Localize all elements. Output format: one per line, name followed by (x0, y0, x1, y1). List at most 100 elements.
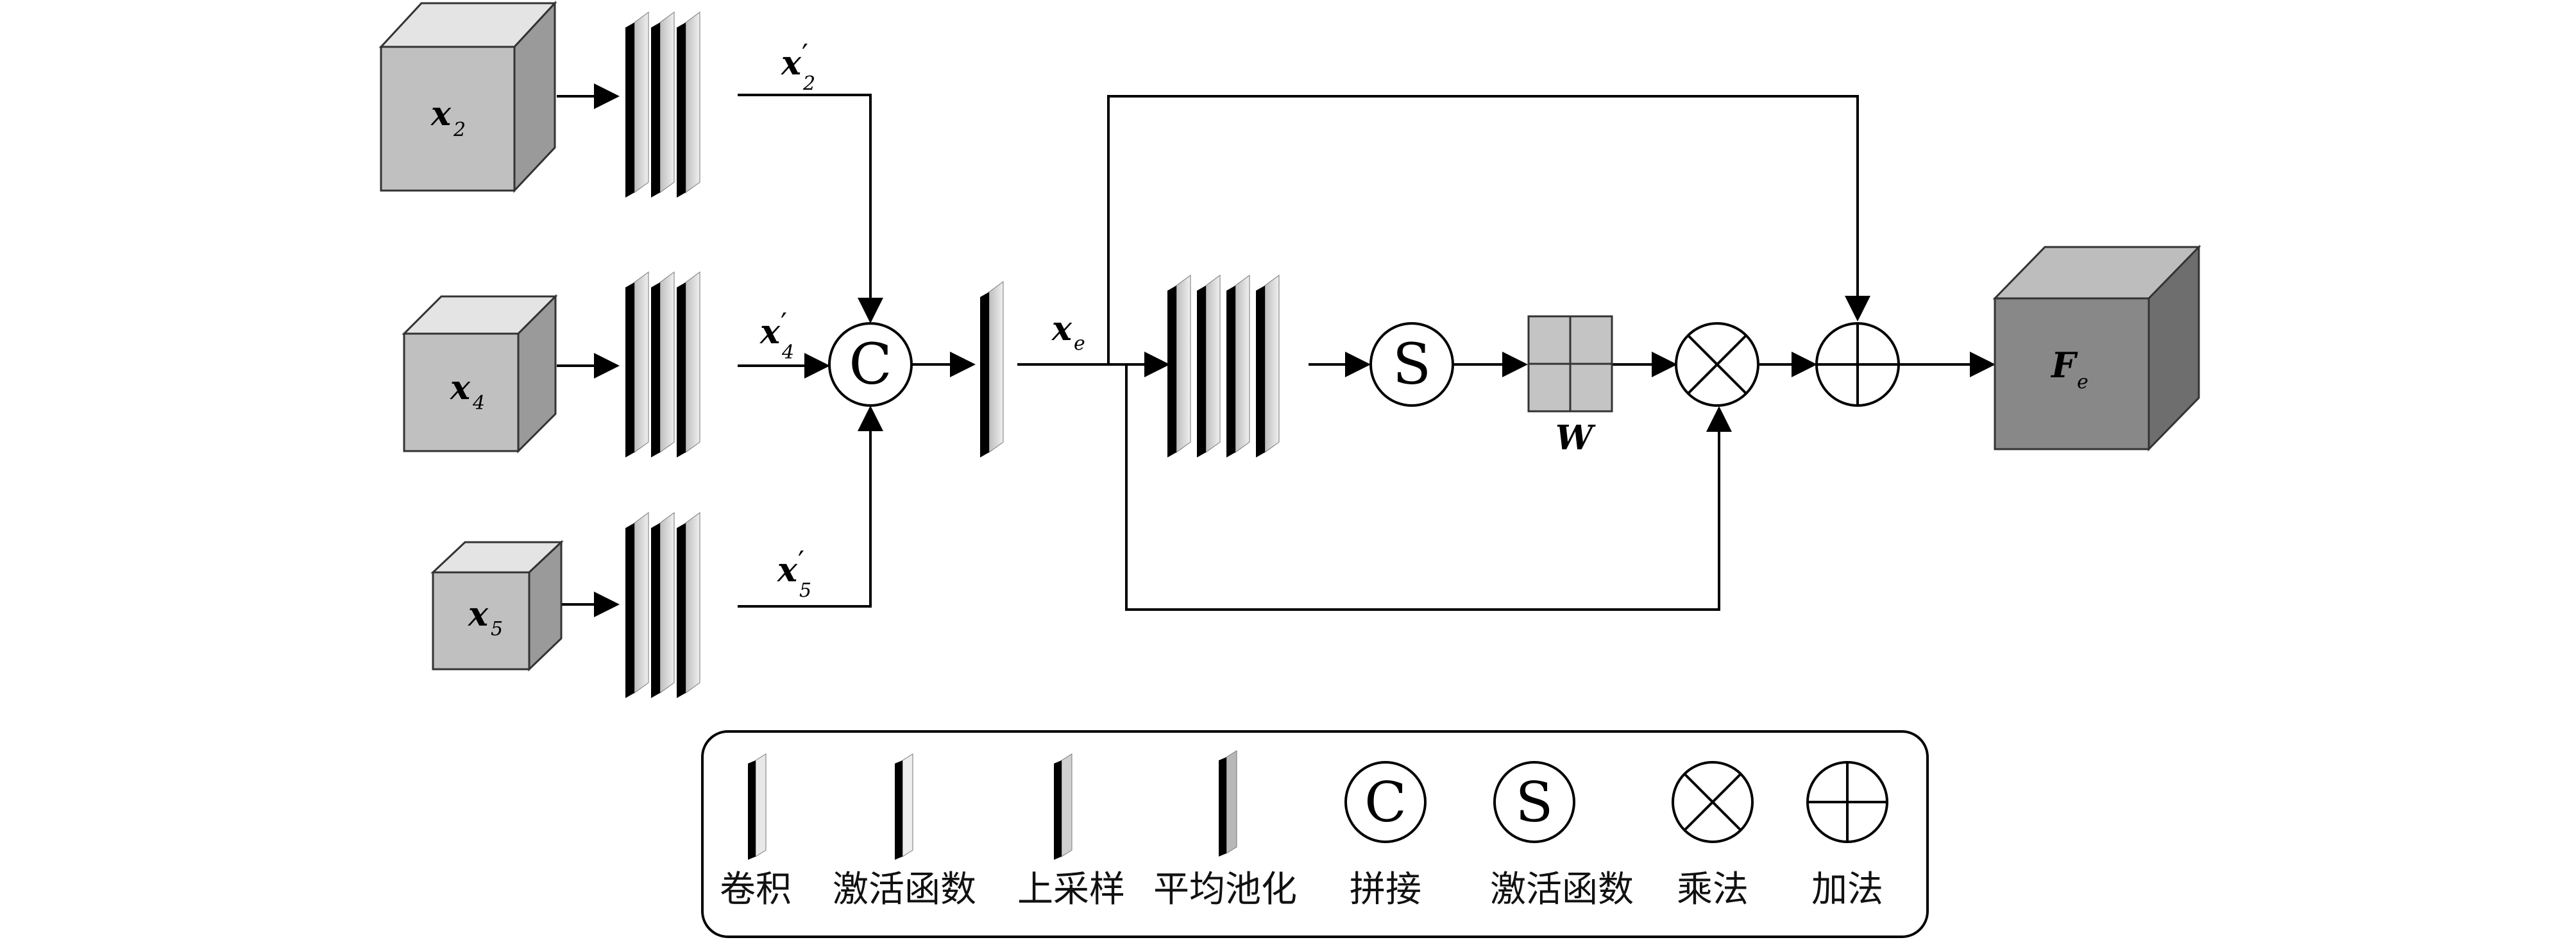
layer-edge (1167, 286, 1176, 457)
input-cube-x4: x 4 (402, 294, 558, 454)
legend: 卷积 激活函数 上采样 平均池化 C 拼接 S 激活函数 乘法 加法 (701, 730, 1929, 938)
legend-concat-symbol: C (1364, 771, 1407, 835)
layer-edge (1054, 760, 1062, 860)
edge-label-xe: x e (1051, 309, 1085, 355)
layer-side-face (685, 12, 700, 193)
legend-concat-label: 拼接 (1350, 869, 1421, 910)
legend-conv-icon (748, 753, 767, 860)
sigmoid-node: S (1369, 322, 1454, 407)
edge-x5p-base: x (777, 551, 798, 590)
legend-sigmoid-label: 激活函数 (1490, 869, 1634, 910)
connections (557, 83, 1996, 617)
layer-edge (748, 760, 756, 860)
edge-x2p-base: x (781, 44, 802, 83)
arrow-xe-to-multiply (1125, 364, 1732, 611)
legend-upsample-icon (1054, 753, 1072, 860)
legend-avgpool-icon (1219, 750, 1237, 857)
layer-edge (625, 523, 634, 698)
conv-stack-x2 (625, 12, 700, 198)
layer-edge (677, 523, 686, 698)
layer-side-face (902, 753, 913, 857)
legend-concat-icon: C (1344, 761, 1427, 843)
layer-edge (980, 292, 989, 457)
edge-xe-base: x (1051, 309, 1072, 348)
layer-edge (1226, 286, 1235, 457)
input-x5-label: x (468, 595, 489, 634)
layer-side-face (988, 281, 1004, 453)
layer-side-face (659, 271, 675, 453)
layer-side-face (685, 512, 700, 694)
legend-activation-label: 激活函数 (833, 869, 976, 910)
edge-x4p-prime: ′ (781, 307, 787, 340)
attention-conv-stack (1167, 275, 1280, 457)
layer-edge (651, 22, 660, 198)
layer-edge (1219, 757, 1226, 857)
input-cube-x2: x 2 (378, 1, 557, 193)
layer-side-face (1235, 275, 1250, 453)
legend-multiply-icon (1672, 761, 1754, 843)
legend-sigmoid-symbol: S (1516, 771, 1554, 835)
layer-side-face (755, 753, 767, 857)
layer-edge (677, 282, 686, 457)
layer-side-face (659, 12, 675, 193)
layer-edge (677, 22, 686, 198)
legend-conv-label: 卷积 (720, 869, 792, 910)
layer-edge (1197, 286, 1206, 457)
input-x2-subscript: 2 (453, 119, 466, 141)
sigmoid-symbol: S (1393, 331, 1431, 397)
layer-side-face (1205, 275, 1221, 453)
arrow-residual-to-add (1107, 95, 1870, 364)
edge-label-x5p: x ′ 5 (777, 545, 811, 602)
legend-add-label: 加法 (1811, 869, 1883, 910)
weight-label: W (1555, 418, 1596, 457)
layer-edge (651, 523, 660, 698)
layer-edge (895, 760, 902, 860)
input-x2-label: x (430, 94, 452, 133)
edge-x2p-prime: ′ (802, 38, 808, 71)
legend-sigmoid-icon: S (1493, 761, 1575, 843)
layer-side-face (659, 512, 675, 694)
weight-matrix: W (1527, 315, 1613, 457)
output-subscript: e (2077, 371, 2089, 393)
arrow-x2p-to-concat (738, 94, 883, 323)
layer-side-face (1061, 753, 1072, 857)
legend-avgpool-label: 平均池化 (1153, 869, 1297, 910)
arrow-x5p-to-concat (738, 406, 883, 608)
conv-stack-x4 (625, 271, 700, 457)
legend-frame (701, 730, 1929, 938)
layer-side-face (634, 512, 649, 694)
output-label: F (2050, 345, 2078, 386)
layer-side-face (634, 12, 649, 193)
legend-multiply-label: 乘法 (1677, 869, 1749, 910)
output-cube-fe: F e (1992, 244, 2201, 452)
edge-label-x4p: x ′ 4 (759, 307, 794, 364)
layer-side-face (685, 271, 700, 453)
legend-add-icon (1806, 761, 1888, 843)
input-x4-label: x (450, 368, 471, 407)
layer-side-face (1226, 750, 1237, 854)
input-x5-subscript: 5 (491, 618, 503, 640)
edge-x5p-prime: ′ (798, 545, 804, 578)
edge-label-x2p: x ′ 2 (781, 38, 815, 95)
layer-side-face (1264, 275, 1280, 453)
layer-edge (651, 282, 660, 457)
layer-edge (625, 22, 634, 198)
layer-edge (1256, 286, 1265, 457)
edge-x5p-subscript: 5 (799, 579, 811, 602)
single-layer-xe (980, 281, 1004, 457)
edge-x2p-subscript: 2 (802, 73, 815, 95)
concat-symbol: C (849, 331, 892, 397)
input-cube-x5: x 5 (430, 540, 564, 672)
add-node (1815, 322, 1900, 407)
edge-x4p-subscript: 4 (781, 341, 794, 364)
layer-edge (625, 282, 634, 457)
legend-upsample-label: 上采样 (1017, 869, 1125, 910)
multiply-node (1675, 322, 1759, 407)
layer-side-face (1176, 275, 1191, 453)
conv-stack-x5 (625, 512, 700, 698)
edge-xe-subscript: e (1074, 332, 1085, 355)
concat-node: C (828, 322, 913, 407)
legend-activation-icon (895, 753, 913, 860)
layer-side-face (634, 271, 649, 453)
